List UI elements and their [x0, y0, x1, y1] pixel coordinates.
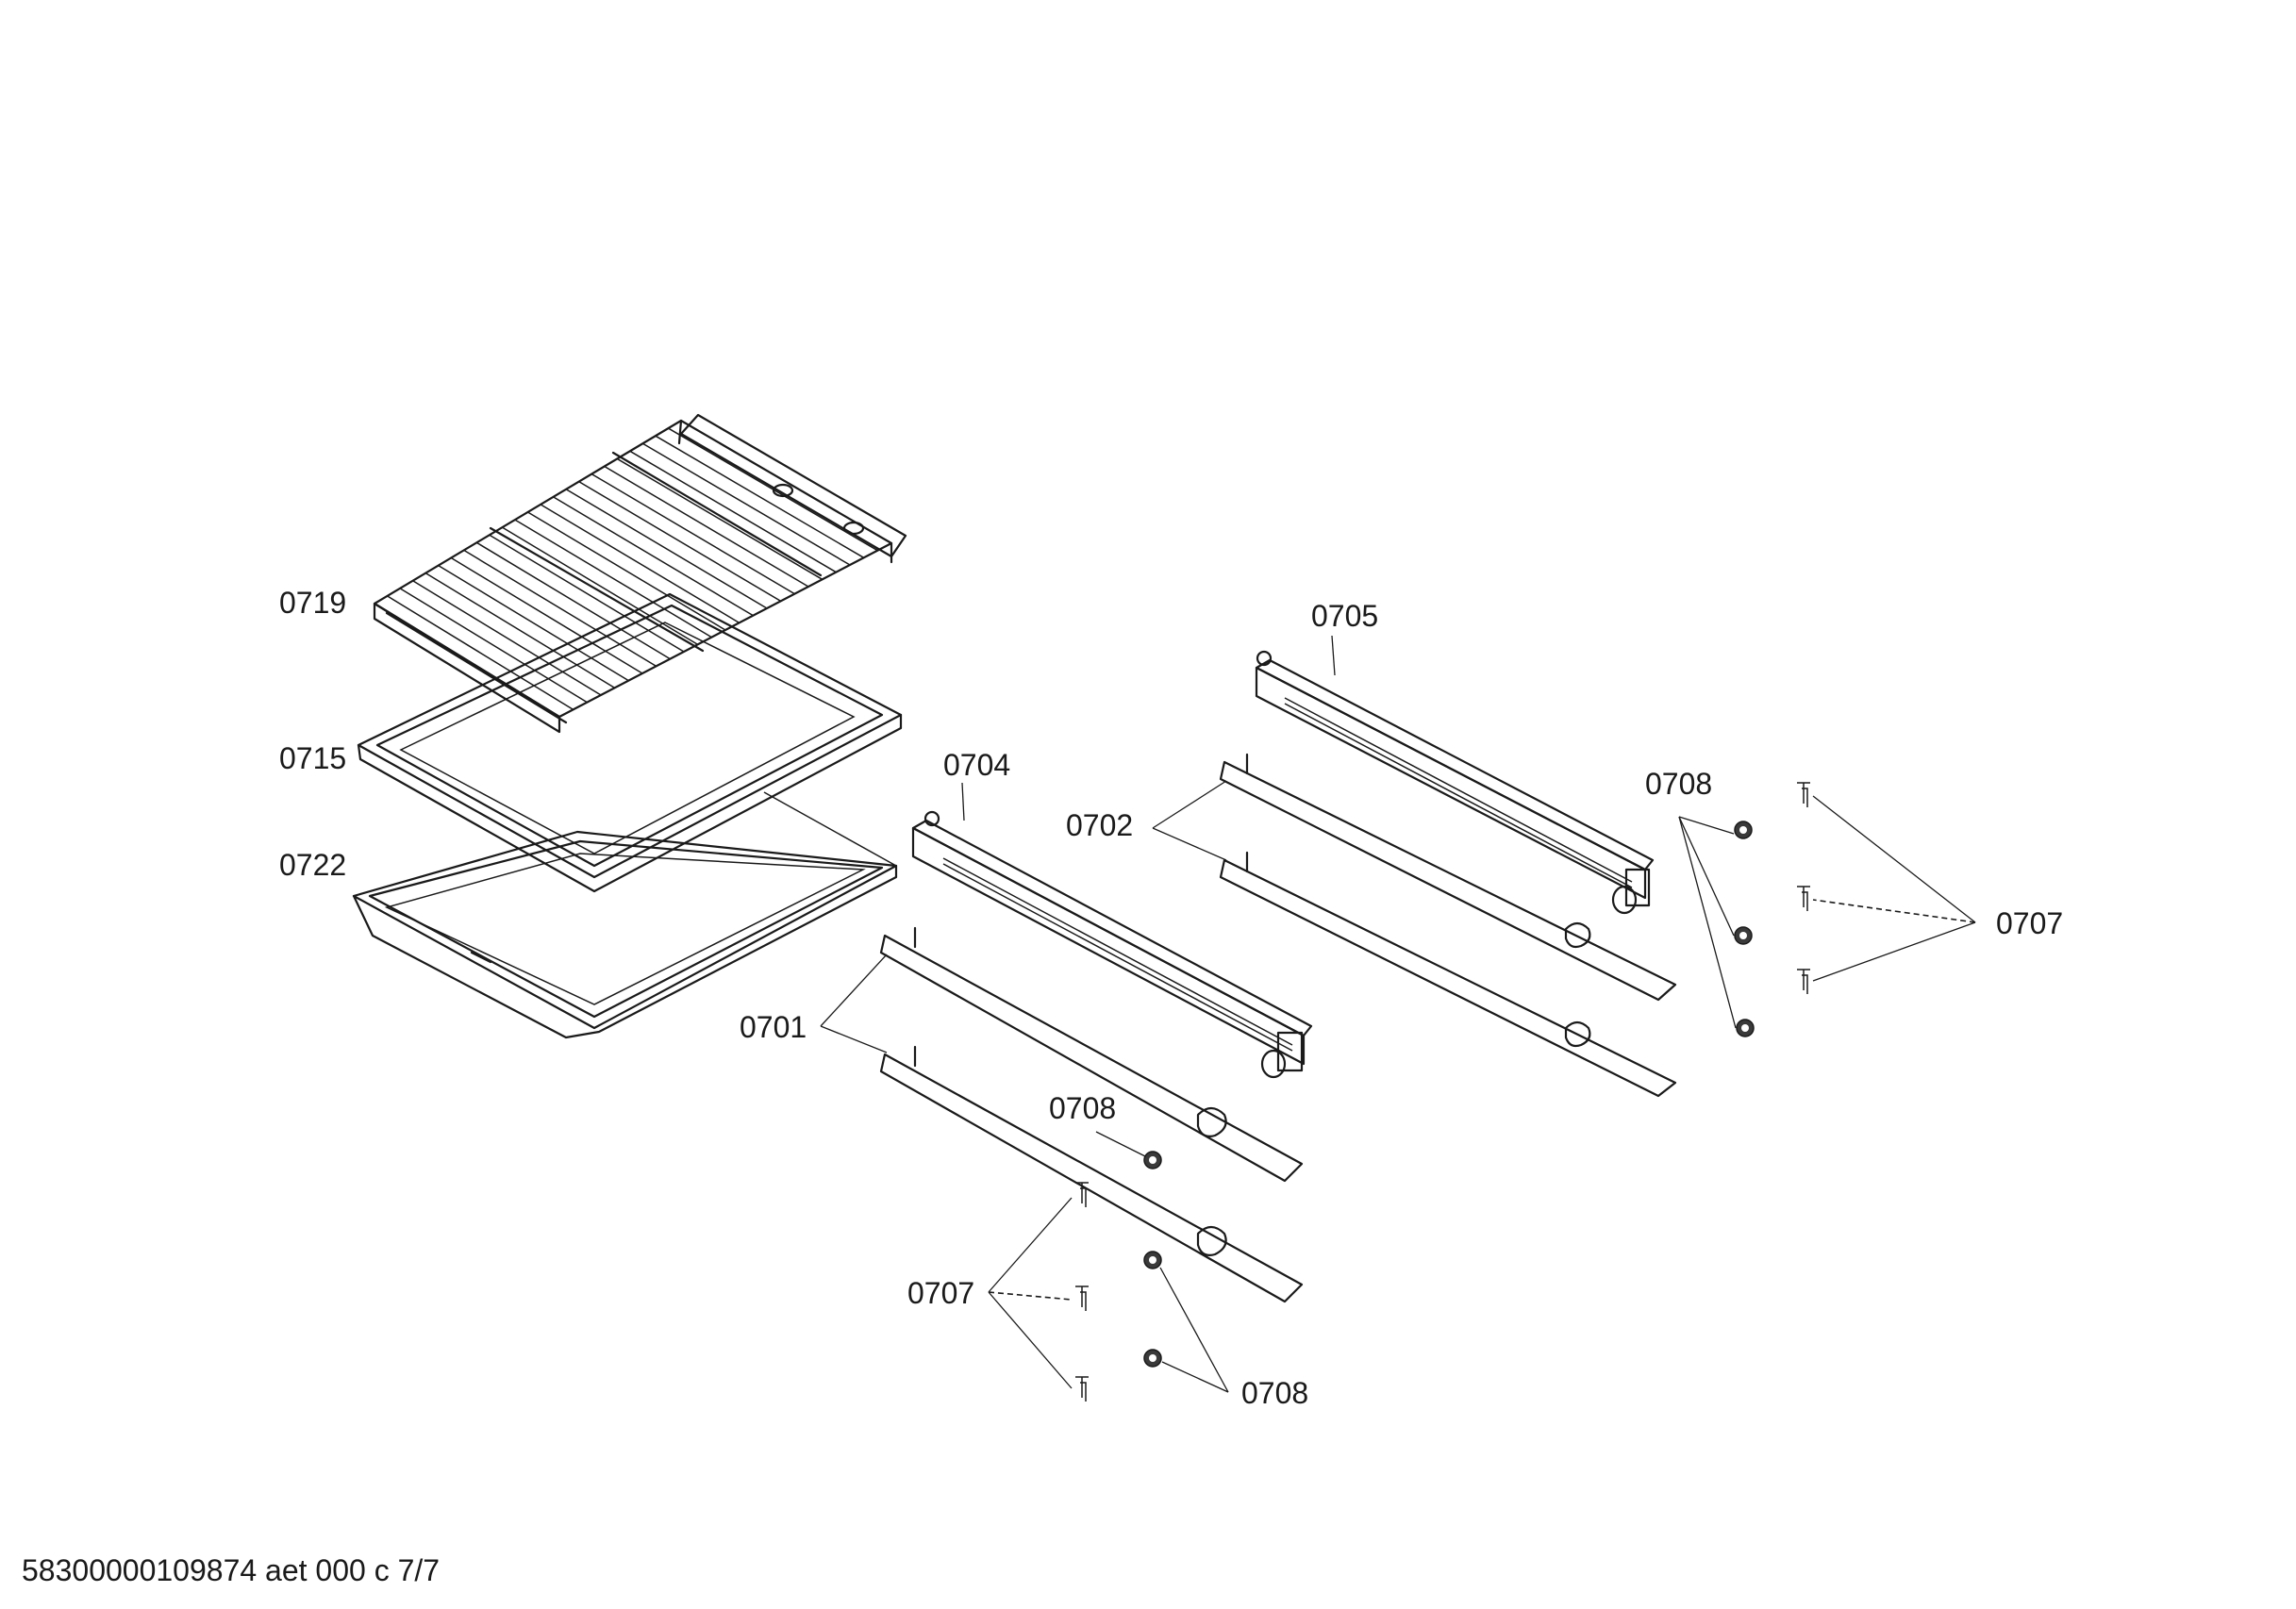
rail-0705-part [1255, 650, 1655, 915]
label-0707-right: 0707 [1996, 906, 2063, 940]
leader-lines [820, 635, 1976, 1393]
rod-pair-0702-part [1219, 753, 1677, 1098]
deep-tray-part [352, 791, 898, 1039]
wire-rack-part [373, 413, 907, 734]
nut-0708-parts [1143, 821, 1755, 1368]
document-footer-id: 58300000109874 aet 000 c 7/7 [22, 1553, 441, 1587]
label-0719: 0719 [279, 586, 346, 620]
clip-0707-parts [1075, 782, 1810, 1402]
label-0701: 0701 [740, 1010, 807, 1044]
label-0708-mid: 0708 [1049, 1091, 1116, 1125]
label-0704: 0704 [943, 748, 1010, 782]
label-0705: 0705 [1311, 599, 1378, 633]
rod-pair-0701-part [879, 926, 1304, 1303]
label-0707-bottom: 0707 [907, 1276, 974, 1310]
label-0708-top: 0708 [1645, 767, 1712, 801]
rail-0704-part [911, 810, 1313, 1079]
baking-tray-part [357, 592, 903, 893]
label-0722: 0722 [279, 848, 346, 882]
label-0708-bottom: 0708 [1241, 1376, 1308, 1410]
label-0702: 0702 [1066, 808, 1133, 842]
label-0715: 0715 [279, 741, 346, 775]
